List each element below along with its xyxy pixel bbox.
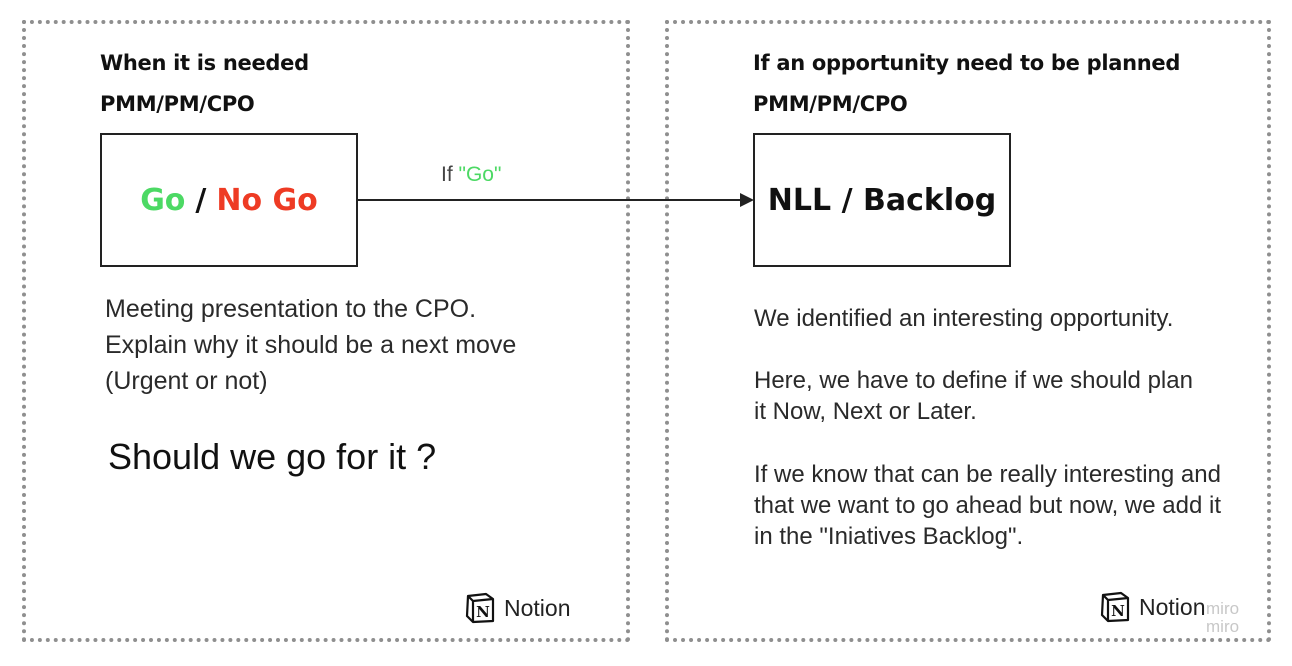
edge-label: If "Go": [441, 163, 501, 187]
left-heading: When it is needed: [100, 51, 309, 75]
panel-go-no-go: [22, 20, 630, 642]
go-label: Go: [140, 182, 186, 218]
description-line: (Urgent or not): [105, 367, 268, 395]
svg-text:N: N: [476, 603, 490, 621]
arrowhead-icon: [740, 193, 754, 207]
notion-label: Notion: [504, 594, 571, 621]
go-no-go-node[interactable]: Go / No Go: [100, 133, 358, 267]
notion-label: Notion: [1139, 593, 1206, 620]
notion-icon: N: [465, 592, 495, 624]
right-paragraph: We identified an interesting opportunity…: [754, 305, 1174, 332]
panel-nll-backlog: [665, 20, 1271, 642]
watermark-line: miro: [1206, 617, 1240, 636]
left-roles: PMM/PM/CPO: [100, 92, 255, 116]
decision-question: Should we go for it ?: [108, 436, 437, 477]
description-line: Explain why it should be a next move: [105, 331, 517, 359]
right-roles: PMM/PM/CPO: [753, 92, 908, 116]
miro-watermark: miro miro: [1206, 600, 1239, 636]
notion-icon: N: [1100, 591, 1130, 623]
slash-label: /: [195, 182, 207, 218]
no-go-label: No Go: [216, 182, 318, 218]
edge-label-value: "Go": [458, 163, 502, 186]
left-description: Meeting presentation to the CPO. Explain…: [105, 291, 605, 399]
svg-text:N: N: [1111, 602, 1125, 620]
edge-label-prefix: If: [441, 163, 459, 186]
notion-tool-right[interactable]: N Notion: [1099, 591, 1205, 623]
right-paragraph: If we know that can be really interestin…: [754, 461, 1221, 550]
right-paragraph: Here, we have to define if we should pla…: [754, 367, 1193, 425]
watermark-line: miro: [1206, 599, 1240, 618]
right-heading: If an opportunity need to be planned: [753, 51, 1181, 75]
notion-tool-left[interactable]: N Notion: [464, 592, 570, 624]
description-line: Meeting presentation to the CPO.: [105, 295, 477, 323]
